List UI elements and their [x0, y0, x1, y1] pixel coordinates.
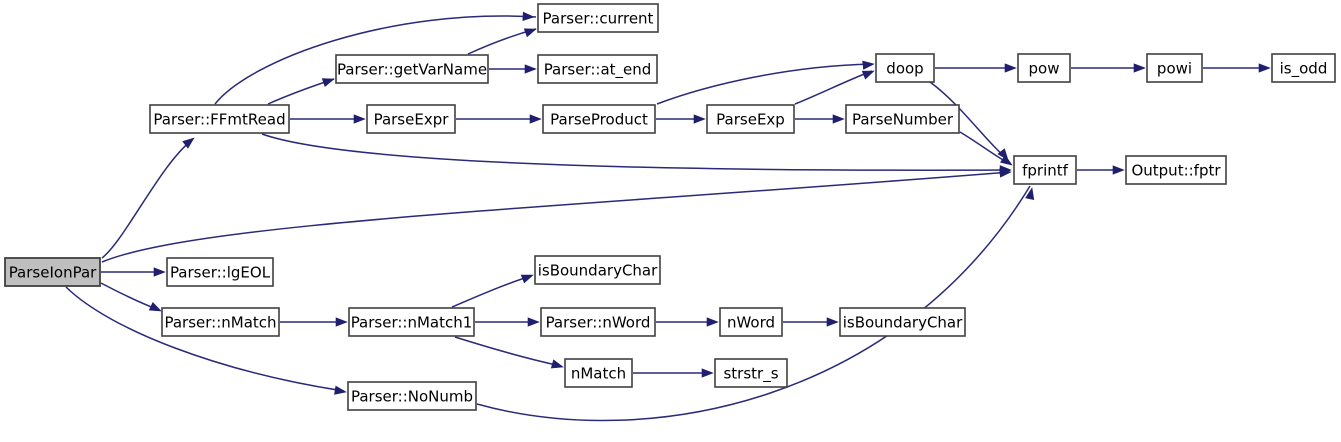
arrowhead-parseexp-doop	[861, 70, 875, 80]
node-box-powi[interactable]	[1146, 53, 1203, 83]
node-pow[interactable]: pow	[1017, 53, 1071, 83]
arrowhead-getvarname-at-end	[524, 64, 537, 74]
node-box-at_end[interactable]	[537, 54, 658, 84]
node-box-nonumb[interactable]	[347, 381, 477, 411]
node-box-nmatch[interactable]	[564, 358, 633, 388]
node-fprintf[interactable]: fprintf	[1013, 155, 1077, 185]
edge-nonumb-to-fprintf	[476, 185, 1031, 422]
node-parseexpr[interactable]: ParseExpr	[366, 104, 456, 134]
node-nword[interactable]: nWord	[719, 307, 783, 337]
node-current[interactable]: Parser::current	[537, 3, 659, 33]
arrowhead-parseexp-parsenumber	[832, 114, 845, 124]
arrowhead-parseionpar-nmatch-p	[148, 302, 162, 312]
arrowhead-doop-pow	[1004, 63, 1017, 73]
node-box-nmatch_p[interactable]	[161, 307, 280, 337]
arrowhead-ffmtread-getvarname	[321, 78, 335, 88]
node-isboundarychar2[interactable]: isBoundaryChar	[839, 307, 966, 337]
edge-nmatch1-to-nmatch	[454, 336, 562, 367]
edge-parseionpar-to-nmatch_p	[100, 282, 160, 311]
node-parseproduct[interactable]: ParseProduct	[542, 104, 656, 134]
arrowhead-nmatch-strstr-s	[701, 368, 714, 378]
node-box-isboundarychar1[interactable]	[534, 255, 661, 285]
arrowhead-ffmtread-parseexpr	[353, 114, 366, 124]
arrowhead-parseproduct-doop	[862, 60, 875, 70]
node-parsenumber[interactable]: ParseNumber	[845, 104, 960, 134]
node-ffmtread[interactable]: Parser::FFmtRead	[149, 104, 290, 134]
arrowhead-parseionpar-ffmtread	[182, 137, 195, 149]
node-box-parseexp[interactable]	[706, 104, 795, 134]
node-nword_p[interactable]: Parser::nWord	[540, 307, 656, 337]
node-box-parsenumber[interactable]	[845, 104, 960, 134]
node-box-fprintf[interactable]	[1013, 155, 1077, 185]
node-box-parseproduct[interactable]	[542, 104, 656, 134]
arrowhead-nword-isboundarychar2	[826, 317, 839, 327]
node-box-nmatch1[interactable]	[348, 307, 475, 337]
edge-ffmtread-to-current	[214, 15, 537, 105]
node-nmatch1[interactable]: Parser::nMatch1	[348, 307, 475, 337]
arrowhead-parseionpar-nonumb	[334, 385, 347, 395]
node-isboundarychar1[interactable]: isBoundaryChar	[534, 255, 661, 285]
arrowhead-doop-fprintf	[997, 148, 1009, 161]
edge-nmatch1-to-isboundarychar1	[451, 275, 532, 308]
node-doop[interactable]: doop	[875, 53, 935, 83]
node-box-doop[interactable]	[875, 53, 935, 83]
node-at_end[interactable]: Parser::at_end	[537, 54, 658, 84]
arrowhead-parseionpar-lgeol	[153, 267, 166, 277]
node-box-nword_p[interactable]	[540, 307, 656, 337]
arrowhead-nonumb-fprintf	[1025, 187, 1035, 201]
arrowhead-parseproduct-parseexp	[693, 114, 706, 124]
edge-parseproduct-to-doop	[656, 63, 873, 105]
node-parseexp[interactable]: ParseExp	[706, 104, 795, 134]
node-box-parseionpar[interactable]	[4, 257, 101, 287]
edge-ffmtread-to-fprintf	[261, 133, 1011, 171]
node-outputfptr[interactable]: Output::fptr	[1125, 155, 1227, 185]
edge-parseionpar-to-fprintf	[101, 171, 1011, 263]
arrowhead-nmatch1-nword-p	[527, 317, 540, 327]
node-box-lgeol[interactable]	[166, 257, 274, 287]
node-lgeol[interactable]: Parser::lgEOL	[166, 257, 274, 287]
node-box-outputfptr[interactable]	[1125, 155, 1227, 185]
arrowhead-powi-is-odd	[1258, 63, 1271, 73]
node-box-isboundarychar2[interactable]	[839, 307, 966, 337]
arrowhead-parseionpar-fprintf	[999, 168, 1012, 178]
node-box-current[interactable]	[537, 3, 659, 33]
node-box-nword[interactable]	[719, 307, 783, 337]
node-box-parseexpr[interactable]	[366, 104, 456, 134]
node-box-pow[interactable]	[1017, 53, 1071, 83]
node-getvarname[interactable]: Parser::getVarName	[335, 54, 489, 84]
node-box-is_odd[interactable]	[1271, 53, 1336, 83]
edge-parseexp-to-doop	[794, 70, 873, 105]
node-box-ffmtread[interactable]	[149, 104, 290, 134]
arrowheads-layer	[148, 11, 1271, 395]
node-is_odd[interactable]: is_odd	[1271, 53, 1336, 83]
edge-parseionpar-to-ffmtread	[101, 139, 193, 259]
arrowhead-parsenumber-fprintf	[1000, 154, 1013, 166]
node-nmatch[interactable]: nMatch	[564, 358, 633, 388]
edge-parseionpar-to-nonumb	[65, 286, 345, 392]
edges-layer	[65, 15, 1268, 422]
node-box-strstr_s[interactable]	[714, 358, 788, 388]
arrowhead-nmatch-p-nmatch1	[335, 317, 348, 327]
arrowhead-pow-powi	[1133, 63, 1146, 73]
edge-doop-to-fprintf	[929, 81, 1007, 159]
node-box-getvarname[interactable]	[335, 54, 489, 84]
arrowhead-nmatch1-isboundarychar1	[520, 274, 534, 284]
node-powi[interactable]: powi	[1146, 53, 1203, 83]
arrowhead-nmatch1-nmatch	[550, 359, 564, 369]
node-parseionpar[interactable]: ParseIonPar	[4, 257, 101, 287]
arrowhead-nword-p-nword	[706, 317, 719, 327]
node-strstr_s[interactable]: strstr_s	[714, 358, 788, 388]
node-nonumb[interactable]: Parser::NoNumb	[347, 381, 477, 411]
arrowhead-getvarname-current	[523, 28, 537, 38]
node-nmatch_p[interactable]: Parser::nMatch	[161, 307, 280, 337]
arrowhead-ffmtread-current	[522, 11, 535, 22]
arrowhead-fprintf-outputfptr	[1112, 165, 1125, 175]
arrowhead-parseexpr-parseproduct	[529, 114, 542, 124]
